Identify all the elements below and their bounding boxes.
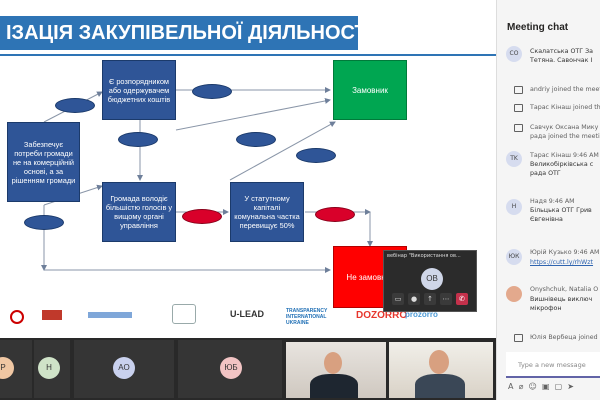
avatar: [506, 286, 522, 302]
flow-oval-negative: [182, 209, 222, 224]
webinar-avatar: OB: [421, 268, 443, 290]
chat-message-line: рада ОТГ: [530, 170, 561, 177]
hang-up-icon[interactable]: ✆: [456, 293, 468, 305]
prozorro-logo: prozorro: [405, 310, 438, 319]
partner-logo-icon: [88, 312, 132, 318]
chat-message-line: Більцька ОТГ Грив: [530, 207, 592, 214]
chat-link[interactable]: https://cutt.ly/rhWzt: [530, 259, 594, 266]
slide-title: ІЗАЦІЯ ЗАКУПІВЕЛЬНОЇ ДІЯЛЬНОСТІ: [0, 16, 358, 50]
webinar-mini-title: вебінар "Використання ов...: [387, 253, 461, 259]
sticker-icon[interactable]: ▢: [554, 382, 563, 391]
flow-oval: [296, 148, 336, 163]
system-message-icon: [514, 86, 523, 94]
participant-video[interactable]: [286, 342, 386, 398]
gif-icon[interactable]: ▣: [541, 382, 550, 391]
microphone-icon[interactable]: ●: [408, 293, 420, 305]
ulead-logo: U-LEAD: [230, 309, 264, 319]
flow-oval: [24, 215, 64, 230]
chat-message-input[interactable]: [506, 352, 600, 378]
avatar: ЮК: [506, 249, 522, 265]
chat-message-line: Великобірківська с: [530, 161, 594, 168]
avatar: CO: [506, 46, 522, 62]
chat-message-line: Вишнівець виключ: [530, 296, 593, 303]
chat-message-meta: Юрій Кузько 9:46 AM: [530, 249, 600, 256]
box-budget-manager: Є розпорядником або одержувачем бюджетни…: [102, 60, 176, 120]
format-icon[interactable]: A: [508, 382, 514, 391]
box-community-votes: Громада володіє більшістю голосів у вищо…: [102, 182, 176, 242]
system-message: Тарас Кінаш joined th: [530, 104, 600, 111]
camera-icon[interactable]: ▭: [392, 293, 404, 305]
chat-message-line: Скалатська ОТГ За: [530, 48, 593, 55]
system-message: andriy joined the meet: [530, 86, 600, 93]
avatar: P: [0, 357, 14, 379]
chat-title: Meeting chat: [507, 22, 569, 33]
partner-logo-icon: [10, 310, 24, 324]
person-body: [310, 374, 358, 398]
person-body: [415, 374, 465, 398]
partner-logos: U-LEAD TRANSPARENCY INTERNATIONAL UKRAIN…: [0, 300, 496, 338]
chat-message-line: Тетяна. Савончак І: [530, 57, 593, 64]
system-message-icon: [514, 104, 523, 112]
chat-toolbar: A ⌀ ☺ ▣ ▢ ➤: [508, 382, 574, 391]
system-message-icon: [514, 334, 523, 342]
flow-oval-negative: [315, 207, 355, 222]
chat-message-meta: Тарас Кінаш 9:46 AM: [530, 152, 599, 159]
person-head: [324, 352, 342, 374]
avatar: TK: [506, 151, 522, 167]
participant-video[interactable]: [389, 342, 493, 398]
chat-message-line: мікрофон: [530, 305, 562, 312]
flow-oval: [236, 132, 276, 147]
person-head: [429, 350, 449, 374]
shared-slide: ІЗАЦІЯ ЗАКУПІВЕЛЬНОЇ ДІЯЛЬНОСТІ: [0, 0, 496, 338]
box-capital-share: У статутному капіталі комунальна частка …: [230, 182, 304, 242]
flow-oval: [55, 98, 95, 113]
emoji-icon[interactable]: ☺: [528, 382, 537, 391]
chat-input-placeholder: Type a new message: [518, 361, 586, 369]
system-message-icon: [514, 124, 523, 132]
box-commercial-needs: Забезпечує потреби громади не на комерці…: [7, 122, 80, 202]
flow-oval: [118, 132, 158, 147]
transparency-logo: TRANSPARENCY INTERNATIONAL UKRAINE: [286, 308, 328, 326]
system-message: Юлія Вербеца joined: [530, 334, 598, 341]
chat-message-line: Євгенівна: [530, 216, 563, 223]
flow-oval: [192, 84, 232, 99]
attach-icon[interactable]: ⌀: [518, 382, 524, 391]
dozorro-logo: DOZORRO: [356, 310, 408, 321]
avatar: ЮБ: [220, 357, 242, 379]
partner-logo-icon: [172, 304, 196, 324]
chat-message-meta: Onyshchuk, Natalia O: [530, 286, 599, 293]
system-message: рада joined the meeti: [530, 133, 600, 140]
avatar: H: [38, 357, 60, 379]
title-underline: [0, 54, 496, 56]
send-icon[interactable]: ➤: [567, 382, 574, 391]
more-options-icon[interactable]: ⋯: [440, 293, 452, 305]
avatar: H: [506, 199, 522, 215]
chat-message-meta: Надя 9:46 AM: [530, 198, 575, 205]
avatar: AO: [113, 357, 135, 379]
partner-logo-icon: [42, 310, 62, 320]
share-icon[interactable]: ↑: [424, 293, 436, 305]
system-message: Савчук Оксана Мику: [530, 124, 599, 131]
box-customer: Замовник: [333, 60, 407, 120]
